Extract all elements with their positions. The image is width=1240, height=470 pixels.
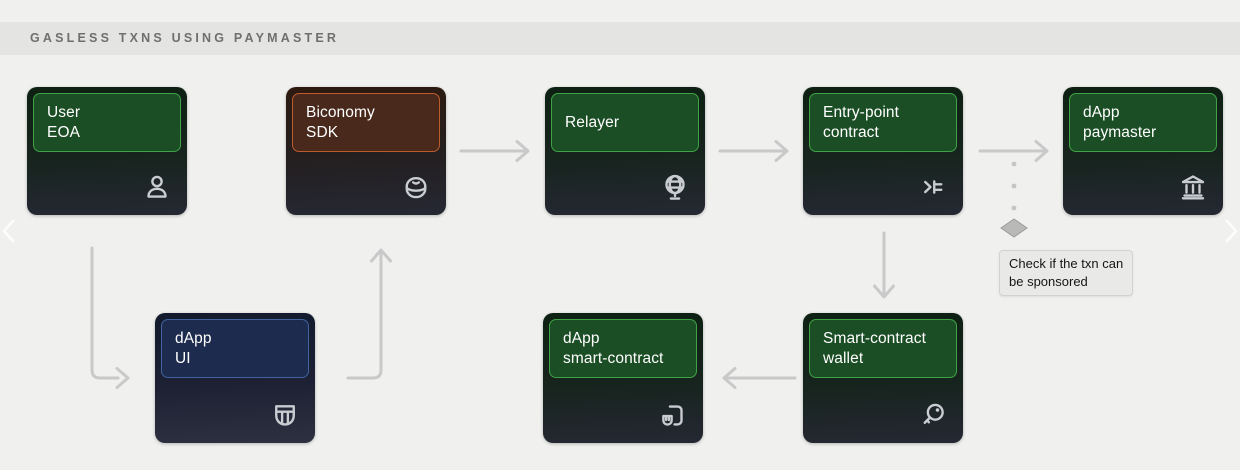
globe-icon [660,172,690,202]
node-biconomy-sdk: Biconomy SDK [286,87,446,215]
shield-browser-icon [270,400,300,430]
arrow-entrypoint-to-wallet [873,231,895,299]
key-icon [918,400,948,430]
prev-arrow-icon[interactable] [2,219,15,243]
section-title: GASLESS TXNS USING PAYMASTER [30,31,340,45]
node-dapp-smart-contract: dApp smart-contract [543,313,703,443]
arrow-biconomy-to-relayer [459,140,530,162]
node-label: Relayer [565,113,620,131]
user-icon [142,172,172,202]
node-smart-contract-wallet: Smart-contract wallet [803,313,963,443]
node-user-eoa: User EOA [27,87,187,215]
decision-diamond-icon [1000,218,1028,238]
node-relayer-header: Relayer [551,93,699,152]
biconomy-logo-icon [401,172,431,202]
node-label: paymaster [1083,123,1157,141]
node-label: User [47,103,81,121]
node-label: SDK [306,123,339,141]
tooltip-text: Check if the txn can [1009,256,1124,271]
node-biconomy-sdk-header: Biconomy SDK [292,93,440,152]
contract-shield-icon [658,400,688,430]
node-dapp-ui-header: dApp UI [161,319,309,378]
node-label: EOA [47,123,81,141]
node-smart-contract-wallet-header: Smart-contract wallet [809,319,957,378]
arrow-wallet-to-dappsc [722,367,797,389]
node-label: wallet [823,349,864,367]
sponsor-check-tooltip: Check if the txn can be sponsored [999,250,1134,297]
arrow-dappui-to-biconomy [346,248,392,380]
node-label: dApp [563,329,600,347]
node-dapp-ui: dApp UI [155,313,315,443]
node-label: dApp [175,329,212,347]
arrow-entrypoint-to-paymaster [978,140,1049,162]
tooltip-text: be sponsored [1009,273,1088,289]
node-label: dApp [1083,103,1120,121]
node-user-eoa-header: User EOA [33,93,181,152]
section-header-band: GASLESS TXNS USING PAYMASTER [0,22,1240,55]
bank-icon [1178,172,1208,202]
node-relayer: Relayer [545,87,705,215]
node-entry-point-contract-header: Entry-point contract [809,93,957,152]
node-dapp-smart-contract-header: dApp smart-contract [549,319,697,378]
node-label: Smart-contract [823,329,927,347]
node-label: contract [823,123,879,141]
node-label: Biconomy [306,103,375,121]
node-entry-point-contract: Entry-point contract [803,87,963,215]
node-label: UI [175,349,191,367]
dotted-decision-line [1000,161,1028,238]
next-arrow-icon[interactable] [1225,219,1238,243]
node-label: Entry-point [823,103,900,121]
node-label: smart-contract [563,349,664,367]
arrow-relayer-to-entrypoint [718,140,789,162]
node-dapp-paymaster-header: dApp paymaster [1069,93,1217,152]
arrow-user-to-dappui [90,246,130,389]
entry-point-icon [918,172,948,202]
node-dapp-paymaster: dApp paymaster [1063,87,1223,215]
